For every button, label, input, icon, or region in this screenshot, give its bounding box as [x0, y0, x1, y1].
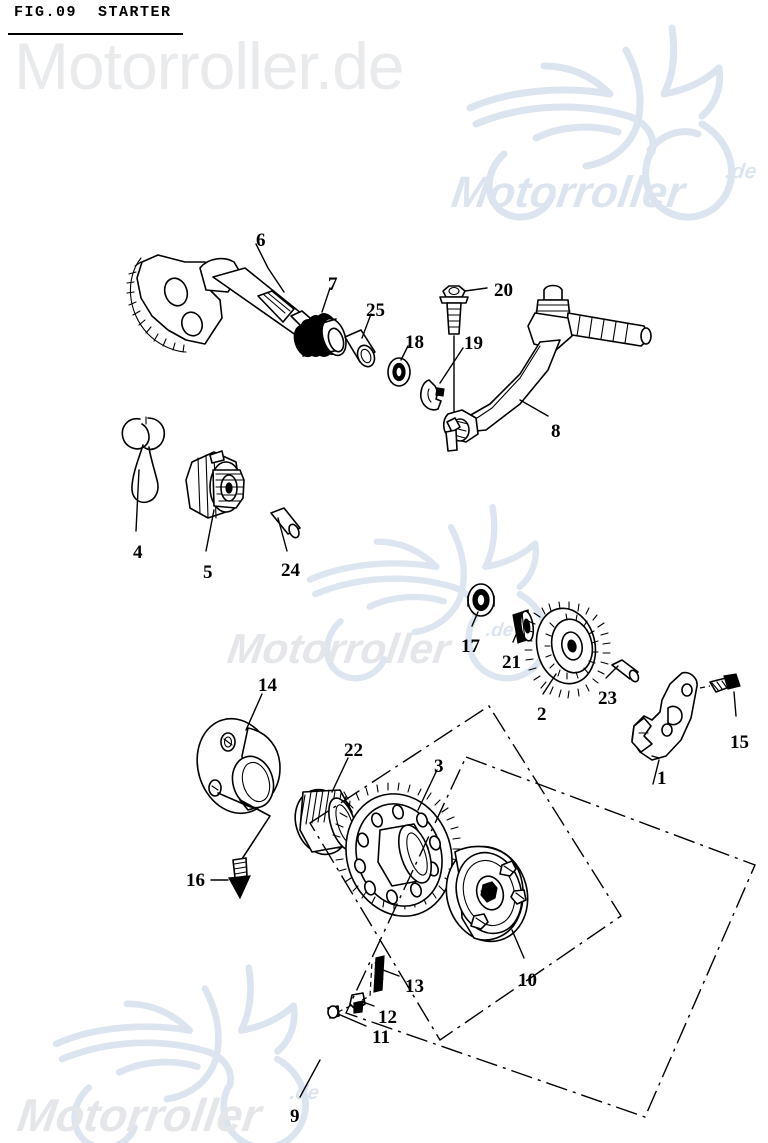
assembly-box-10 — [345, 756, 756, 1118]
callout-17: 17 — [461, 636, 480, 657]
callout-4: 4 — [133, 542, 143, 563]
leader-21 — [512, 629, 519, 643]
callout-20: 20 — [494, 280, 513, 301]
leader-24 — [277, 517, 288, 552]
callout-25: 25 — [366, 300, 385, 321]
leader-23 — [605, 665, 619, 679]
part-3-starter-driven-gear — [332, 782, 461, 917]
leader-6 — [255, 243, 285, 293]
callout-15: 15 — [730, 732, 749, 753]
callout-1: 1 — [657, 768, 667, 789]
part-1-stopper-lever — [631, 671, 698, 761]
part-18-washer — [387, 357, 411, 387]
part-8-kick-starter-lever — [442, 284, 652, 452]
callout-23: 23 — [598, 688, 617, 709]
part-14-bearing-holder-flange — [196, 717, 281, 815]
callout-21: 21 — [502, 652, 521, 673]
part-12-plunger-cap — [349, 992, 366, 1014]
leader-13 — [382, 969, 400, 977]
leader-1-a — [651, 755, 660, 759]
leader-10 — [511, 929, 525, 959]
part-20-flange-bolt — [439, 285, 469, 335]
part-5-ratchet-gear — [185, 450, 245, 519]
leader-22 — [331, 757, 349, 793]
part-2-starter-idle-gear — [524, 601, 611, 699]
leader-25 — [361, 313, 372, 339]
leader-2 — [542, 673, 557, 695]
part-10-one-way-starter-clutch — [445, 845, 529, 943]
callout-5: 5 — [203, 562, 213, 583]
callout-12: 12 — [378, 1007, 397, 1028]
leader-15 — [733, 691, 737, 717]
callout-11: 11 — [372, 1027, 390, 1048]
callout-13: 13 — [405, 976, 424, 997]
callout-24: 24 — [281, 560, 300, 581]
callout-14: 14 — [258, 675, 277, 696]
callout-2: 2 — [537, 704, 547, 725]
leader-18 — [400, 345, 409, 361]
page-title: FIG.09 STARTER — [14, 4, 172, 21]
callout-3: 3 — [434, 756, 444, 777]
leader-3 — [417, 769, 438, 811]
assembly-box-9 — [309, 705, 622, 1041]
part-16-screw — [228, 799, 271, 900]
callout-16: 16 — [186, 870, 205, 891]
callout-10: 10 — [518, 970, 537, 991]
part-21-collar-bushing — [512, 609, 535, 644]
leader-14 — [245, 693, 263, 731]
callout-18: 18 — [405, 332, 424, 353]
leader-8 — [519, 399, 549, 417]
leader-9 — [299, 1059, 321, 1098]
part-13-clutch-spring — [373, 955, 385, 993]
leader-1 — [652, 759, 660, 785]
part-4-circlip — [121, 416, 166, 504]
part-23-dowel-pin — [611, 659, 640, 683]
leader-20 — [464, 287, 488, 292]
callout-7: 7 — [328, 274, 338, 295]
leader-19 — [439, 347, 464, 384]
part-24-dowel-pin — [270, 507, 301, 539]
title-underline — [8, 33, 183, 35]
leader-17 — [471, 611, 479, 627]
leader-11 — [337, 1013, 367, 1027]
part-11-roller-pin — [327, 1005, 340, 1019]
callout-8: 8 — [551, 421, 561, 442]
callout-9: 9 — [290, 1106, 300, 1127]
part-7-return-spring — [293, 313, 347, 358]
callout-22: 22 — [344, 740, 363, 761]
leader-12 — [362, 1001, 375, 1007]
callout-6: 6 — [256, 230, 266, 251]
part-25-spacer-collar — [344, 329, 376, 368]
part-19-retaining-clip — [420, 379, 445, 411]
leader-7 — [321, 287, 331, 313]
leader-15-assembly — [699, 685, 711, 689]
leader-5 — [205, 509, 215, 552]
part-15-bolt — [709, 673, 741, 693]
leader-4 — [135, 469, 140, 532]
part-17-washer — [467, 583, 495, 617]
callout-19: 19 — [464, 333, 483, 354]
